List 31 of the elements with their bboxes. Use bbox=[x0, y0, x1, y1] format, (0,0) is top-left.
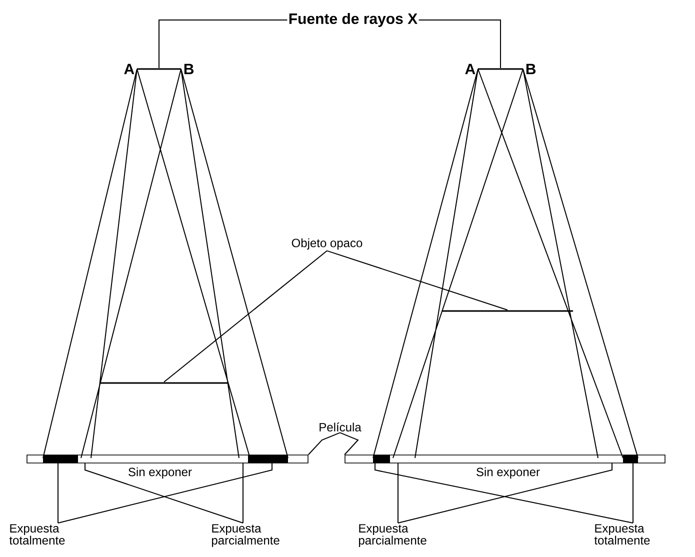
leader-line bbox=[398, 462, 612, 524]
leader-line bbox=[632, 462, 634, 524]
point-label: B bbox=[526, 64, 536, 74]
label: Expuesta parcialmente bbox=[358, 524, 426, 547]
leader-line bbox=[58, 462, 272, 524]
leader-line bbox=[308, 432, 340, 456]
leader-line bbox=[164, 250, 328, 382]
label: Película bbox=[320, 422, 362, 432]
label: Objeto opaco bbox=[292, 238, 362, 250]
leader-line bbox=[158, 20, 288, 68]
label: Expuesta parcialmente bbox=[212, 524, 280, 547]
leader-line bbox=[84, 462, 244, 524]
label: Fuente de rayos X bbox=[289, 13, 418, 27]
point-label: A bbox=[124, 64, 134, 74]
leader-line bbox=[418, 20, 501, 68]
leader-line bbox=[374, 462, 634, 524]
object-line bbox=[100, 382, 228, 384]
source-line bbox=[478, 68, 523, 70]
leader-line bbox=[242, 462, 244, 524]
leader-line bbox=[326, 250, 508, 310]
point-label: A bbox=[465, 64, 476, 74]
point-label: B bbox=[184, 64, 194, 74]
label: Expuesta totalmente bbox=[594, 524, 650, 545]
label: Sin exponer bbox=[126, 466, 194, 480]
film-strip bbox=[26, 454, 308, 464]
leader-line bbox=[340, 432, 359, 456]
object-line bbox=[442, 310, 573, 312]
source-line bbox=[137, 68, 181, 70]
film-strip bbox=[344, 454, 666, 464]
label: Expuesta totalmente bbox=[9, 524, 65, 545]
label: Sin exponer bbox=[474, 466, 542, 480]
